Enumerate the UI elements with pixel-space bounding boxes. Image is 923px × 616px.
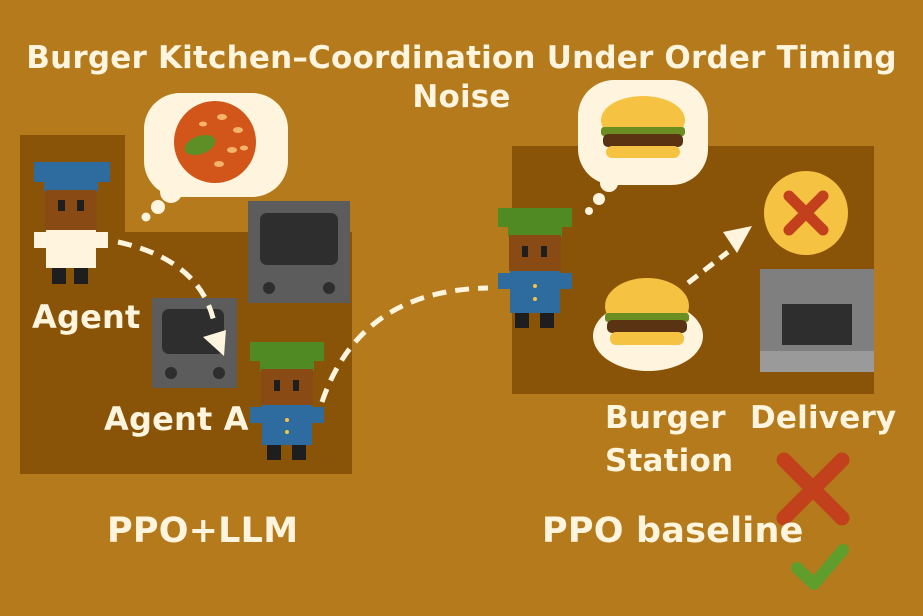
path-agent-a-to-station [319,285,489,403]
agent-a-label: Agent A [104,400,249,438]
tomato-thought-bubble [141,93,288,222]
burger-thought-bubble [578,80,708,215]
arrowhead [203,330,226,356]
delivery-label: Delivery [750,400,897,436]
stove-icon [248,201,350,303]
agent-label: Agent [32,298,141,336]
delivery-failure-badge [764,171,848,255]
burger-station-icon [593,278,703,371]
check-icon [791,544,849,590]
cross-icon [783,190,829,236]
cross-icon [776,452,850,526]
diagram-title: Burger Kitchen–Coordination Under Order … [26,40,897,76]
delivery-counter-icon [760,269,874,372]
agent-chef [34,162,110,284]
ppo-llm-panel-label: PPO+LLM [107,511,299,551]
burger-icon [601,96,685,158]
path-station-to-delivery [686,250,730,285]
tomato-icon [174,101,256,183]
diagram-title-continuation: Noise [412,79,511,115]
burger-station-label-line2: Station [605,443,734,479]
path-arrow-agent-to-stove [117,239,217,323]
burger-station-label: Burger [605,400,726,436]
agent-a-chef [250,342,324,460]
baseline-chef [498,208,572,328]
ppo-baseline-panel-label: PPO baseline [542,511,804,551]
arrowhead [723,226,752,253]
